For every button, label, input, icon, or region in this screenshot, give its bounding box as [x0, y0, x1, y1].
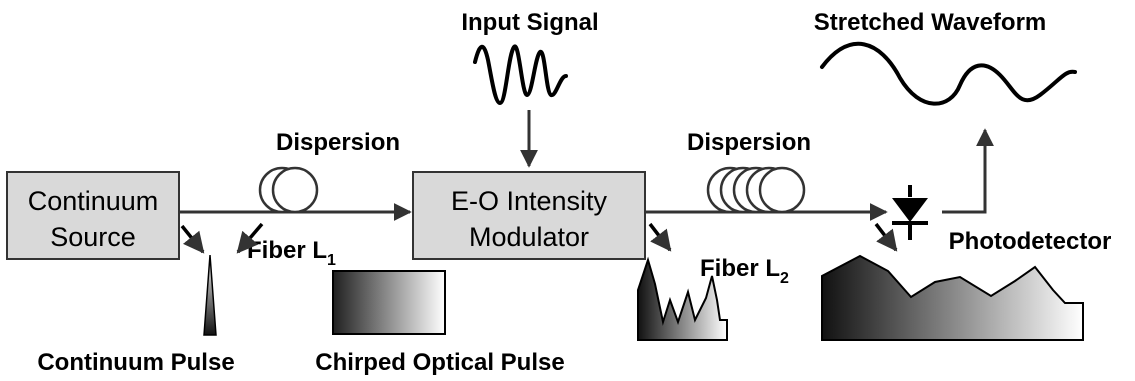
modulator-line2: Modulator: [469, 222, 589, 252]
pointer-arrow-stretched: [874, 222, 898, 252]
modulator-line1: E-O Intensity: [451, 186, 608, 216]
stretched-waveform-label: Stretched Waveform: [814, 9, 1047, 36]
stretched-waveform: [820, 41, 1077, 106]
svg-text:Fiber L1: Fiber L1: [247, 237, 336, 269]
fiber-l2-label: Fiber L2: [700, 255, 789, 287]
modulator-block: E-O Intensity Modulator: [412, 171, 646, 260]
pointer-arrow-source: [180, 224, 205, 254]
continuum-pulse-label: Continuum Pulse: [37, 349, 234, 376]
continuum-source-line2: Source: [50, 222, 136, 252]
continuum-source-line1: Continuum: [28, 186, 159, 216]
fiber-l2-text: Fiber L: [700, 255, 780, 282]
fiber-l1-label: Fiber L1: [247, 237, 336, 269]
pointer-arrow-chirp: [236, 222, 264, 254]
fiber-l1-text: Fiber L: [247, 237, 327, 264]
photodetector-icon: [892, 185, 928, 240]
pointer-arrow-modulated: [648, 222, 672, 252]
input-signal-waveform: [473, 44, 568, 106]
continuum-source-block: Continuum Source: [6, 171, 180, 260]
modulated-pulse-shape: [637, 256, 728, 341]
dispersion-label-2: Dispersion: [687, 129, 811, 156]
fiber-l2-subscript: 2: [780, 270, 789, 287]
svg-text:Fiber L2: Fiber L2: [700, 255, 789, 287]
detector-output-arrow: [942, 128, 994, 214]
photodetector-label: Photodetector: [949, 228, 1112, 255]
fiber-coil-1-icon: [258, 166, 319, 214]
chirped-optical-pulse-shape: [332, 270, 446, 335]
fiber-l1-subscript: 1: [327, 252, 336, 269]
chirped-optical-pulse-label: Chirped Optical Pulse: [315, 349, 564, 376]
continuum-pulse-shape: [203, 254, 217, 336]
fiber-coil-2-icon: [706, 166, 806, 214]
input-signal-label: Input Signal: [461, 9, 598, 36]
dispersion-label-1: Dispersion: [276, 129, 400, 156]
stretched-pulse-shape: [821, 254, 1084, 341]
